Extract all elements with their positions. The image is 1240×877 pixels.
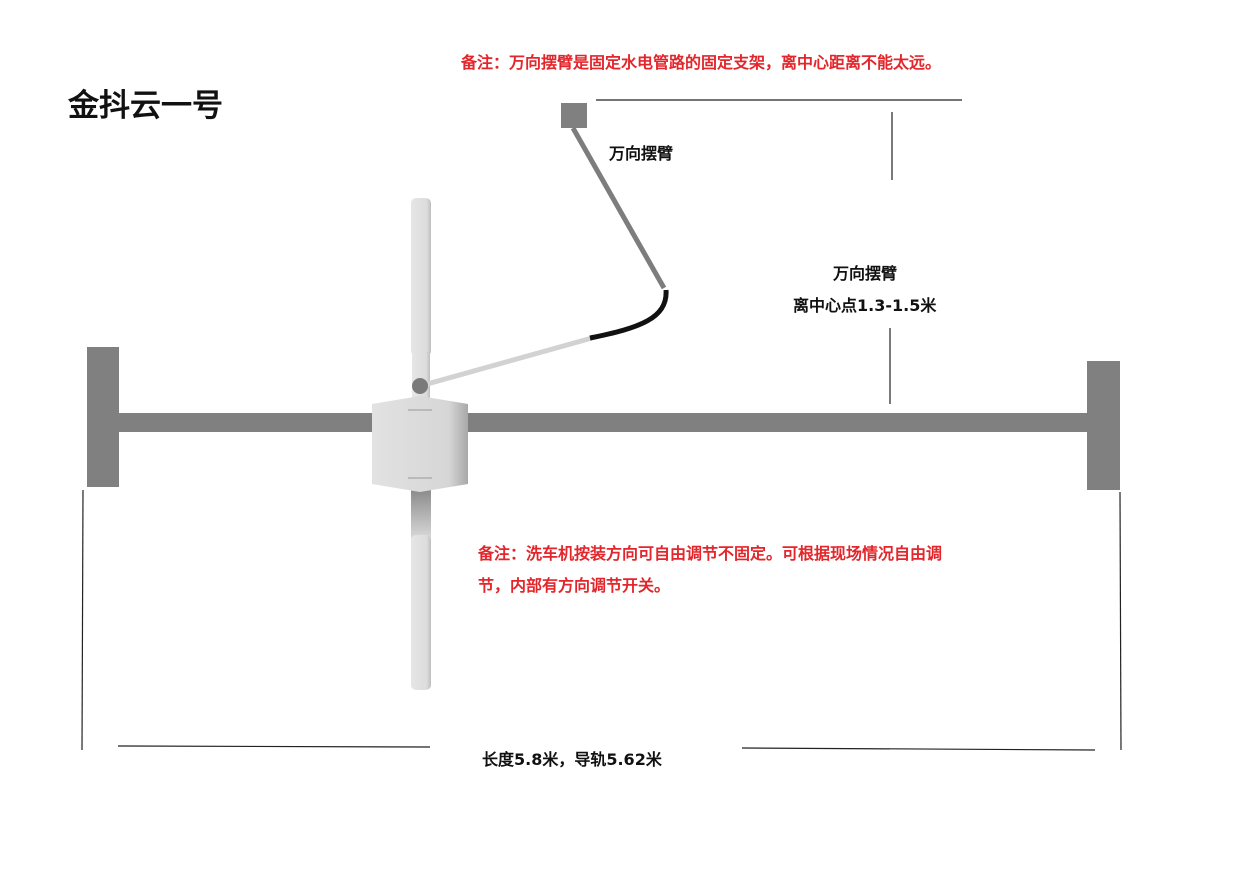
note-bottom-line1: 备注：洗车机按装方向可自由调节不固定。可根据现场情况自由调 bbox=[478, 544, 943, 563]
arm-light-segment bbox=[419, 335, 593, 389]
brush-bar-top bbox=[411, 198, 431, 356]
arm-dim-title: 万向摆臂 bbox=[833, 264, 898, 283]
brush-bar-bottom-stem bbox=[411, 488, 431, 538]
hose-black-segment bbox=[589, 289, 669, 341]
rail-end-post-left bbox=[87, 347, 119, 487]
rail-end-post-right bbox=[1087, 361, 1120, 490]
arm-mount-square bbox=[561, 103, 587, 128]
arm-label: 万向摆臂 bbox=[609, 144, 674, 163]
arm-pivot bbox=[412, 378, 428, 394]
length-dim-label: 长度5.8米，导轨5.62米 bbox=[482, 750, 662, 769]
car-wash-machine-body bbox=[372, 396, 468, 492]
length-dim-left-line bbox=[117, 745, 431, 748]
brush-bar-bottom bbox=[411, 535, 431, 690]
length-dim-right-tick bbox=[1119, 491, 1122, 751]
page-title: 金抖云一号 bbox=[68, 88, 223, 124]
arm-dim-value: 离中心点1.3-1.5米 bbox=[793, 296, 937, 315]
note-top: 备注：万向摆臂是固定水电管路的固定支架，离中心距离不能太远。 bbox=[461, 53, 942, 72]
dimension-lines bbox=[81, 99, 1122, 751]
note-bottom-line2: 节，内部有方向调节开关。 bbox=[478, 576, 671, 595]
guide-rail bbox=[118, 413, 1088, 432]
brush-bar-top-stem bbox=[412, 352, 430, 402]
length-dim-left-tick bbox=[81, 489, 84, 751]
universal-swing-arm bbox=[412, 103, 669, 394]
arm-gray-segment bbox=[570, 126, 667, 290]
length-dim-right-line bbox=[741, 747, 1096, 751]
